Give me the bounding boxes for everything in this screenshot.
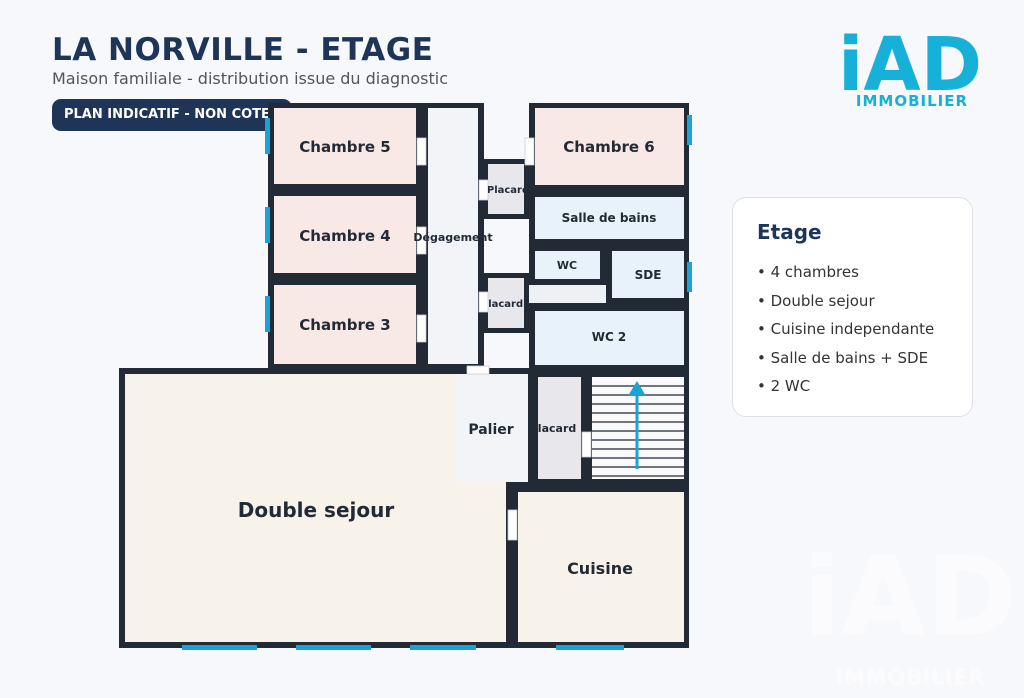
svg-text:iAD: iAD <box>803 533 1017 661</box>
room-passage <box>529 285 606 303</box>
label-degagement: Dégagement <box>413 231 492 244</box>
label-chambre-5: Chambre 5 <box>299 138 390 156</box>
label-sde: SDE <box>635 268 662 282</box>
page-subtitle: Maison familiale - distribution issue du… <box>52 69 448 88</box>
label-chambre-3: Chambre 3 <box>299 316 390 334</box>
summary-item: Cuisine independante <box>757 315 972 344</box>
arrow-up-icon <box>628 381 646 469</box>
room-wc-2 <box>535 311 684 365</box>
room-sde <box>612 251 684 298</box>
label-cuisine: Cuisine <box>567 559 633 578</box>
page-title: LA NORVILLE - ETAGE <box>52 32 434 68</box>
corridor-gap <box>484 333 529 368</box>
room-degagement <box>428 108 478 364</box>
label-salle-de-bains: Salle de bains <box>562 211 657 225</box>
summary-card: Etage 4 chambres Double sejour Cuisine i… <box>732 197 973 417</box>
room-palier <box>456 374 528 482</box>
corridor-gap <box>484 108 529 159</box>
label-double-sejour: Double sejour <box>238 498 395 522</box>
logo-subtitle: IMMOBILIER <box>855 92 969 110</box>
summary-list: 4 chambres Double sejour Cuisine indepen… <box>757 258 972 401</box>
label-placard-3: Placard <box>530 422 577 435</box>
summary-item: 4 chambres <box>757 258 972 287</box>
plan-badge: PLAN INDICATIF - NON COTE <box>52 99 292 131</box>
iad-logo-icon: iAD <box>840 22 980 108</box>
label-palier: Palier <box>468 422 513 438</box>
room-chambre-4 <box>274 196 416 273</box>
room-cuisine <box>518 492 684 642</box>
room-salle-de-bains <box>535 197 684 239</box>
label-wc-2: WC 2 <box>592 330 627 344</box>
windows <box>182 115 692 650</box>
summary-item: Double sejour <box>757 287 972 316</box>
room-placard-3 <box>538 377 581 479</box>
summary-item: Salle de bains + SDE <box>757 344 972 373</box>
room-placard-1 <box>488 164 524 214</box>
svg-text:iAD: iAD <box>840 22 980 108</box>
room-chambre-5 <box>274 108 416 184</box>
room-chambre-6 <box>535 108 684 185</box>
iad-watermark-icon: iAD IMMOBILIER <box>803 533 1017 691</box>
summary-item: 2 WC <box>757 372 972 401</box>
label-placard-2: Placard <box>481 299 523 310</box>
label-placard-1: Placard <box>487 185 529 196</box>
label-wc: WC <box>557 259 577 272</box>
summary-title: Etage <box>757 220 822 244</box>
label-chambre-6: Chambre 6 <box>563 138 654 156</box>
svg-text:IMMOBILIER: IMMOBILIER <box>835 666 985 691</box>
room-placard-2 <box>488 278 524 328</box>
corridor-gap <box>484 219 529 273</box>
label-chambre-4: Chambre 4 <box>299 227 390 245</box>
room-wc <box>535 251 600 279</box>
doors <box>416 137 592 541</box>
room-chambre-3 <box>274 285 416 364</box>
room-double-sejour <box>125 374 506 642</box>
